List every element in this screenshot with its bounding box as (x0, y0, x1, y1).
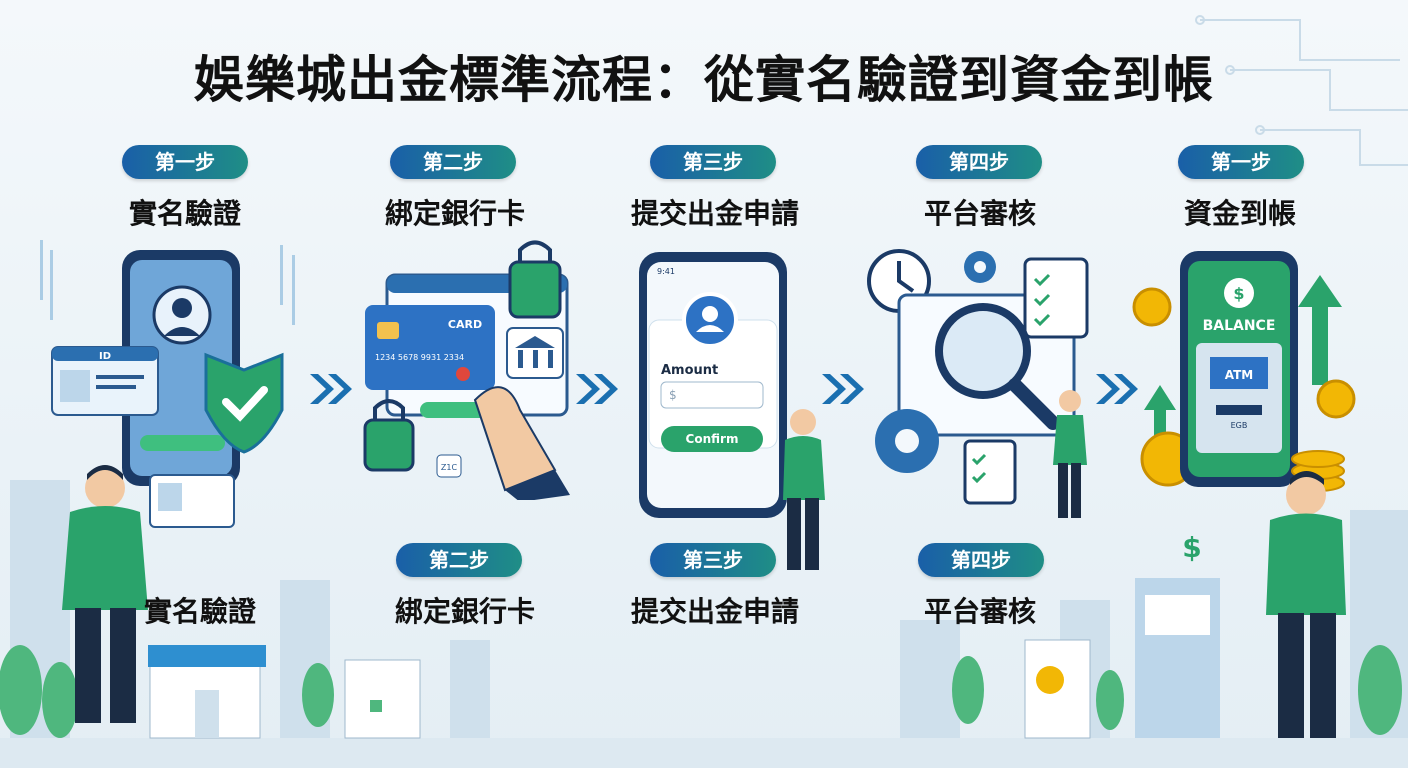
lower-badge-3: 第三步 (650, 543, 776, 577)
code-label: Z1C (441, 463, 458, 472)
step-3-title: 提交出金申請 (630, 197, 799, 230)
amount-placeholder: $ (669, 388, 677, 402)
chevron-right-icon (310, 374, 352, 404)
lower-label-1: 實名驗證 (143, 595, 256, 628)
office-building (344, 659, 421, 739)
card-label: CARD (448, 318, 482, 331)
dollar-icon (1224, 278, 1254, 308)
amount-input[interactable] (660, 381, 764, 409)
atm-label: ATM (1225, 368, 1253, 382)
step-5-title: 資金到帳 (1183, 197, 1296, 230)
page-title: 娛樂城出金標準流程：從實名驗證到資金到帳 (194, 51, 1214, 109)
checklist-icon (963, 439, 1017, 505)
step-5-badge: 第一步 (1178, 145, 1304, 179)
step-1-title: 實名驗證 (128, 197, 241, 230)
person-figure (85, 468, 125, 508)
card-number: 1234 5678 9931 2334 (375, 353, 464, 362)
step-2-badge: 第二步 (390, 145, 516, 179)
funds-received-illustration: $ BALANCE ATM EGB $ (1132, 251, 1356, 738)
svg-text:$: $ (1182, 531, 1201, 564)
person-figure (1059, 390, 1081, 412)
up-arrow-icon (1298, 275, 1342, 385)
circuit-lines (1195, 15, 1408, 166)
hand-pointer-icon (473, 386, 557, 492)
confirm-button[interactable] (661, 426, 763, 452)
person-figure (790, 409, 816, 435)
step-2-title: 綁定銀行卡 (384, 197, 525, 230)
phone-time: 9:41 (657, 267, 675, 276)
chevron-right-icon (822, 374, 864, 404)
coin-icon (1132, 287, 1172, 327)
up-arrow-icon (1144, 385, 1176, 465)
padlock-icon (363, 418, 415, 472)
lower-label-3: 提交出金申請 (630, 595, 799, 628)
step-1-badge: 第一步 (122, 145, 248, 179)
step-4-title: 平台審核 (923, 197, 1036, 230)
balance-label: BALANCE (1203, 318, 1276, 334)
step-3-badge: 第三步 (650, 145, 776, 179)
lower-badge-4: 第四步 (918, 543, 1044, 577)
chevron-right-icon (576, 374, 618, 404)
lower-label-2: 綁定銀行卡 (394, 595, 535, 628)
shop-building (148, 645, 266, 739)
lower-label-4: 平台審核 (923, 595, 1036, 628)
step-4-badge: 第四步 (916, 145, 1042, 179)
shield-check-icon (204, 352, 284, 454)
coin-icon (1316, 379, 1356, 419)
padlock-icon (508, 260, 562, 319)
checklist-icon (1023, 257, 1089, 339)
bank-building (1024, 578, 1220, 739)
trees (0, 645, 1402, 738)
confirm-button-label: Confirm (686, 432, 739, 446)
lower-badge-2: 第二步 (396, 543, 522, 577)
platform-review-illustration (867, 249, 1089, 518)
identity-verification-illustration: ID (40, 240, 295, 723)
magnifier-icon (935, 303, 1031, 399)
atm-slot-label: EGB (1231, 421, 1248, 430)
binary-digits (40, 240, 295, 325)
person-figure (1286, 475, 1326, 515)
submit-withdrawal-illustration: 9:41 Amount $ Confirm (639, 252, 825, 570)
chevron-right-icon (1096, 374, 1138, 404)
svg-text:$: $ (1233, 284, 1244, 303)
amount-label: Amount (661, 363, 718, 378)
id-card-label: ID (99, 351, 111, 362)
bind-bank-card-illustration: CARD 1234 5678 9931 2334 Z1C (363, 240, 570, 500)
